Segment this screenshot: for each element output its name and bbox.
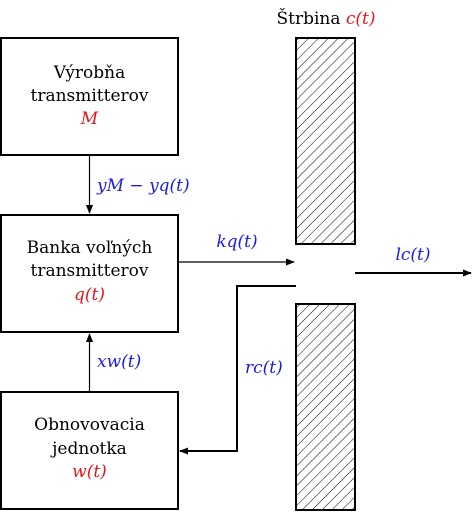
producer-label-line1: Výrobňa bbox=[53, 63, 126, 83]
bank-variable: q(t) bbox=[74, 285, 105, 305]
cleft-variable: c(t) bbox=[346, 9, 376, 29]
cleft-wall-top bbox=[295, 37, 356, 245]
recovery-flow-label: xw(t) bbox=[97, 352, 141, 372]
loss-flow-label: lc(t) bbox=[395, 245, 430, 265]
producer-variable: M bbox=[80, 109, 99, 129]
reuptake-arrow bbox=[179, 285, 296, 455]
bank-label-line1: Banka voľných bbox=[27, 238, 153, 258]
cleft-title: Štrbina c(t) bbox=[276, 8, 375, 29]
cleft-label: Štrbina bbox=[276, 8, 340, 29]
release-flow-label: kq(t) bbox=[216, 232, 257, 252]
reuptake-flow-label: rc(t) bbox=[245, 358, 283, 378]
recovery-label-line1: Obnovovacia bbox=[34, 415, 145, 435]
producer-box bbox=[0, 37, 179, 156]
bank-box bbox=[0, 214, 179, 333]
bank-label-line2: transmitterov bbox=[30, 261, 148, 281]
recovery-variable: w(t) bbox=[72, 462, 107, 482]
recovery-label-line2: jednotka bbox=[50, 439, 127, 459]
production-flow-label: yM − yq(t) bbox=[96, 176, 190, 196]
cleft-wall-bottom bbox=[295, 303, 356, 511]
producer-label-line2: transmitterov bbox=[30, 86, 148, 106]
